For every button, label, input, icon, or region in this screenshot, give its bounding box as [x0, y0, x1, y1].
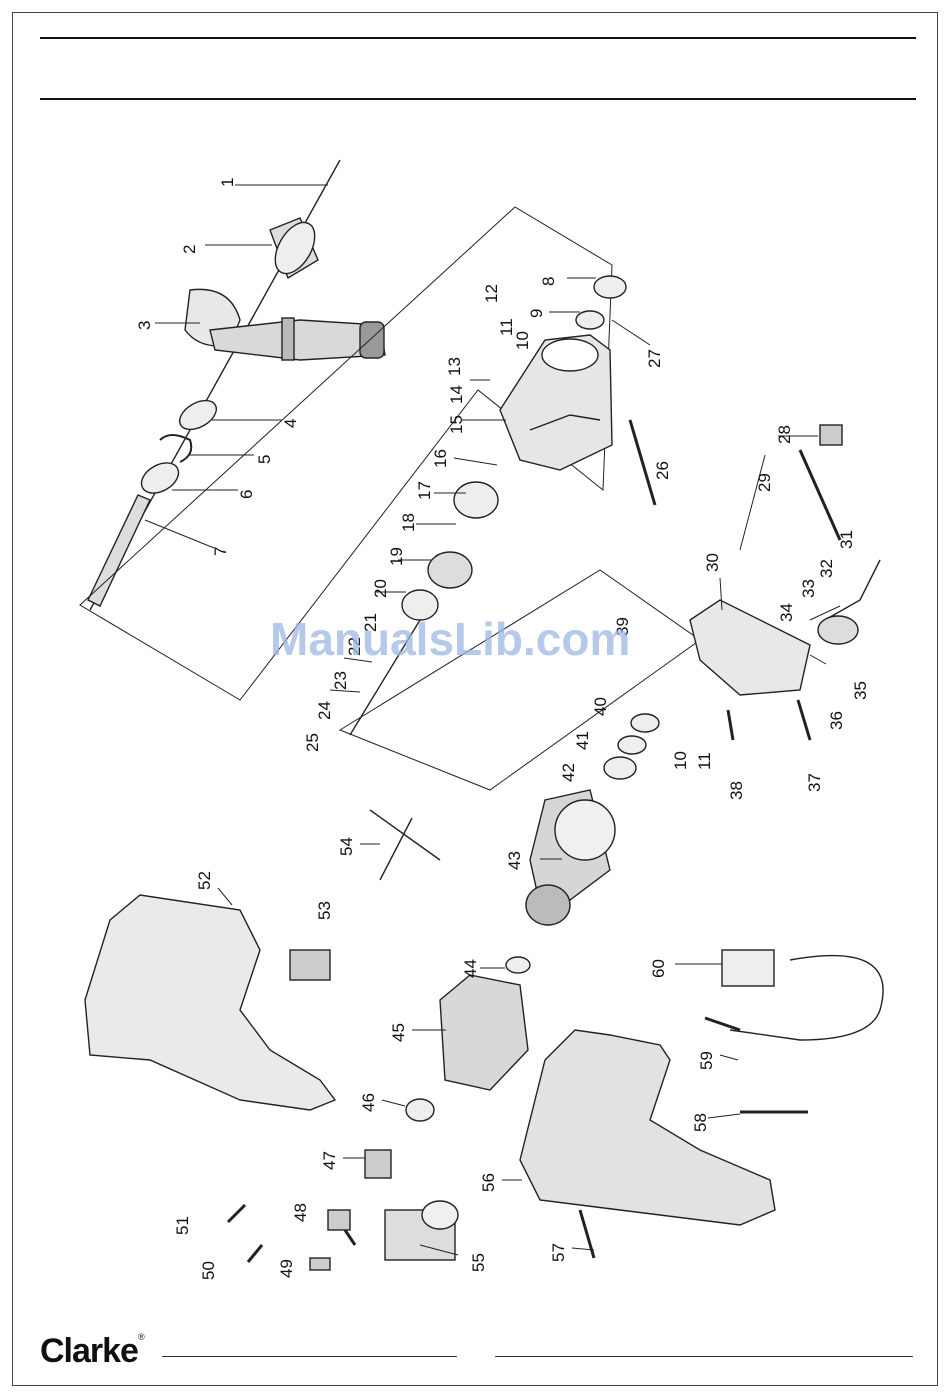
part-label: 58 — [691, 1113, 710, 1132]
logo-text: Clarke — [40, 1332, 138, 1370]
part-label: 2 — [180, 245, 199, 254]
part-label: 17 — [415, 481, 434, 500]
part-label: 59 — [697, 1051, 716, 1070]
part-label: 28 — [775, 425, 794, 444]
part-label: 57 — [549, 1243, 568, 1262]
part-label: 29 — [755, 473, 774, 492]
part-label: 12 — [482, 284, 501, 303]
part-label: 34 — [777, 603, 796, 622]
part-label: 44 — [461, 959, 480, 978]
part-label: 18 — [399, 513, 418, 532]
part-label: 49 — [277, 1259, 296, 1278]
part-label: 4 — [281, 419, 300, 428]
clarke-logo: Clarke® — [40, 1332, 144, 1371]
part-label: 15 — [447, 415, 466, 434]
part-label: 51 — [173, 1216, 192, 1235]
part-label: 7 — [211, 547, 230, 556]
part-label: 1 — [218, 178, 237, 187]
part-label: 46 — [359, 1093, 378, 1112]
part-label: 5 — [255, 455, 274, 464]
part-label: 30 — [703, 553, 722, 572]
part-label: 19 — [387, 547, 406, 566]
part-label: 36 — [827, 711, 846, 730]
part-label: 54 — [337, 837, 356, 856]
part-label: 35 — [851, 681, 870, 700]
part-label: 23 — [331, 671, 350, 690]
part-label: 9 — [527, 309, 546, 318]
logo-registered-mark: ® — [138, 1332, 144, 1342]
part-label: 37 — [805, 773, 824, 792]
part-label: 11 — [695, 752, 714, 770]
footer-rule-left — [162, 1356, 457, 1357]
part-label: 45 — [389, 1023, 408, 1042]
part-label: 43 — [505, 851, 524, 870]
part-label: 42 — [559, 763, 578, 782]
part-label: 47 — [320, 1151, 339, 1170]
part-label: 11 — [497, 318, 516, 336]
part-label: 13 — [445, 357, 464, 376]
part-label: 56 — [479, 1173, 498, 1192]
part-label: 53 — [315, 901, 334, 920]
part-label: 50 — [199, 1261, 218, 1280]
part-label: 41 — [573, 731, 592, 750]
part-label: 3 — [135, 321, 154, 330]
part-label: 16 — [431, 449, 450, 468]
part-label: 60 — [649, 959, 668, 978]
part-label: 32 — [817, 559, 836, 578]
part-label: 6 — [237, 490, 256, 499]
part-label: 38 — [727, 781, 746, 800]
part-label: 40 — [591, 697, 610, 716]
part-label: 33 — [799, 579, 818, 598]
footer-rule-right — [495, 1356, 913, 1357]
part-label: 31 — [837, 530, 856, 549]
part-label: 10 — [671, 751, 690, 770]
watermark: ManualsLib.com — [270, 612, 630, 666]
part-label: 8 — [539, 277, 558, 286]
part-label: 20 — [371, 579, 390, 598]
part-label: 55 — [469, 1253, 488, 1272]
part-label: 27 — [645, 349, 664, 368]
part-label: 52 — [195, 871, 214, 890]
part-label: 25 — [303, 733, 322, 752]
part-label: 24 — [315, 701, 334, 720]
part-label: 48 — [291, 1203, 310, 1222]
part-label: 26 — [653, 461, 672, 480]
diagram-drawing — [80, 160, 883, 1270]
part-label: 14 — [447, 385, 466, 404]
